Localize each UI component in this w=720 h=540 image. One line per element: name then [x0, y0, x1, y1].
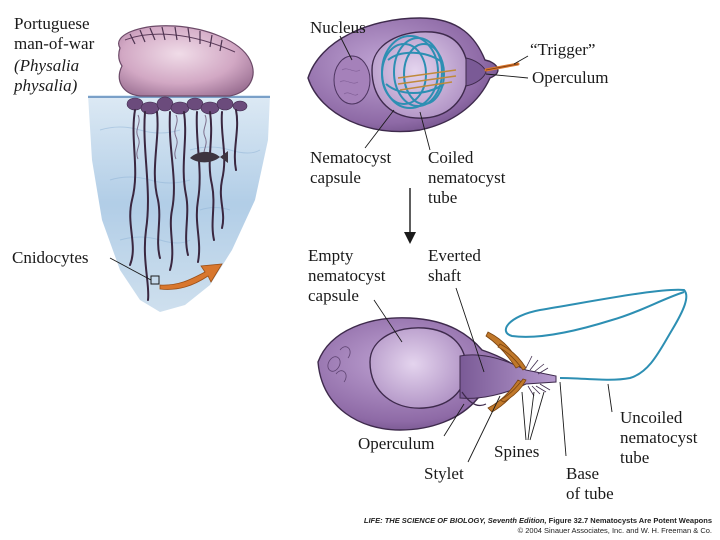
label-nucleus: Nucleus: [310, 18, 366, 37]
figure-credit-line1: LIFE: THE SCIENCE OF BIOLOGY, Seventh Ed…: [364, 516, 712, 525]
spines: [525, 355, 551, 397]
empty-capsule: [369, 327, 467, 409]
figure-copyright: © 2004 Sinauer Associates, Inc. and W. H…: [517, 526, 712, 535]
label-empty-1: Empty: [308, 246, 354, 265]
everted-shaft: [459, 354, 557, 399]
label-base-2: of tube: [566, 484, 614, 503]
credit-figure: Figure 32.7 Nematocysts Are Potent Weapo…: [546, 516, 712, 525]
label-trigger: “Trigger”: [530, 40, 596, 59]
nucleus: [333, 55, 371, 105]
label-coiled-2: nematocyst: [428, 168, 506, 187]
label-empty-2: nematocyst: [308, 266, 386, 285]
label-uncoiled-3: tube: [620, 448, 650, 467]
operculum-top: [465, 57, 487, 87]
label-everted-2: shaft: [428, 266, 462, 285]
label-stylet: Stylet: [424, 464, 464, 483]
discharged-cnidocyte: [317, 288, 688, 431]
label-uncoiled-1: Uncoiled: [620, 408, 683, 427]
label-cnidocytes: Cnidocytes: [12, 248, 89, 267]
uncoiled-tube-path: [504, 288, 688, 381]
label-nematocyst-capsule-1: Nematocyst: [310, 148, 392, 167]
label-base-1: Base: [566, 464, 600, 483]
small-fish: [190, 151, 228, 163]
label-everted-1: Everted: [428, 246, 481, 265]
label-coiled-3: tube: [428, 188, 458, 207]
label-nematocyst-capsule-2: capsule: [310, 168, 361, 187]
leader-lines-top: [339, 35, 529, 151]
undischarged-cnidocyte: [307, 17, 520, 133]
credit-book: LIFE: THE SCIENCE OF BIOLOGY, Seventh Ed…: [363, 516, 547, 525]
label-operculum-bottom: Operculum: [358, 434, 435, 453]
organism-name-line1: Portuguese: [14, 14, 90, 33]
process-arrow: [404, 188, 416, 244]
leader-lines-bottom: [373, 287, 613, 463]
organism-species-line2: physalia): [14, 76, 78, 95]
organism-species-line1: (Physalia: [14, 56, 80, 75]
organism-name-line2: man-of-war: [14, 34, 95, 53]
stylets: [485, 331, 527, 413]
label-operculum-top: Operculum: [532, 68, 609, 87]
cnidocytes-leader: [109, 257, 152, 281]
magnify-arrow: [159, 263, 223, 290]
label-spines: Spines: [494, 442, 540, 461]
pneumatophore-float: [118, 25, 254, 97]
label-uncoiled-2: nematocyst: [620, 428, 698, 447]
label-coiled-1: Coiled: [428, 148, 474, 167]
label-empty-3: capsule: [308, 286, 359, 305]
man-of-war-illustration: [88, 25, 270, 312]
coiled-tube: [381, 35, 445, 109]
